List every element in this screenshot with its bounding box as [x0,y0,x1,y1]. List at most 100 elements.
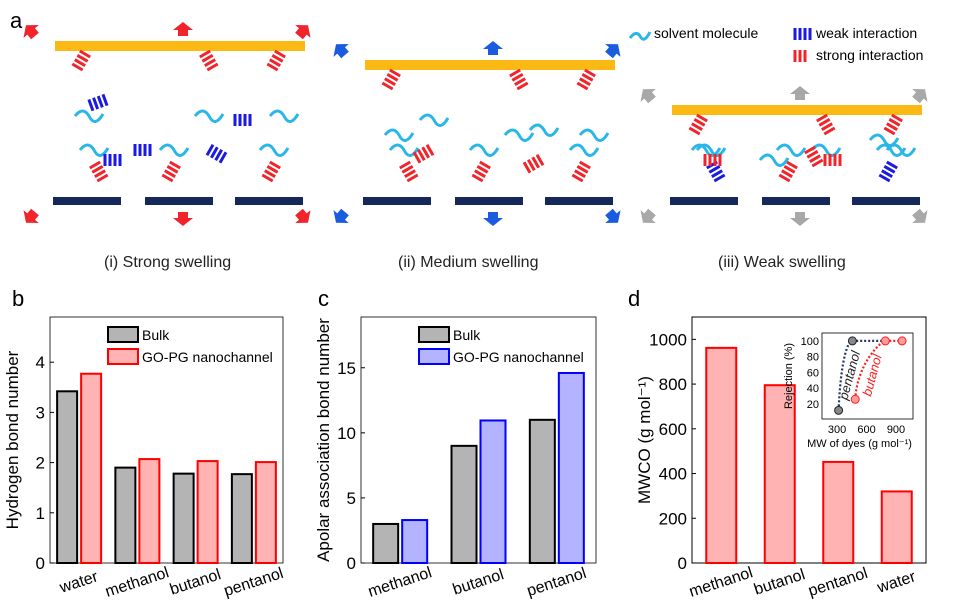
inset-x-axis-label: MW of dyes (g mol⁻¹) [807,438,912,450]
dash [74,58,86,67]
dash [94,169,106,178]
dash [76,54,89,63]
inset-point-pentanol [834,405,844,415]
solvent-molecule [810,143,842,157]
dash [399,160,411,170]
dash [169,160,181,170]
dash [166,165,179,174]
arrow-shape [173,22,193,36]
strong-interaction-icon [793,50,807,62]
bar-bulk-butanol [172,472,195,565]
strong-interaction [261,160,281,183]
arrow-shape [173,212,193,226]
dash [576,81,589,91]
dash [266,165,279,174]
legend-label: GO-PG nanochannel [453,349,584,365]
bar-go-pg-nanochannel-pentanol [557,371,585,565]
swelling-arrow-icon [23,24,39,40]
solvent-molecule [268,109,300,123]
swelling-arrow-icon [640,208,656,224]
strong-interaction [161,160,181,183]
dash [823,126,836,136]
y-tick-label: 10 [337,424,356,443]
dash [381,81,394,91]
solvent-molecule [775,143,807,157]
panel-label-d: d [628,286,641,311]
dash [91,165,104,174]
panel-label-b: b [12,286,25,311]
solvent-molecule [868,133,900,147]
dash [161,173,174,183]
inset-x-tick-label: 900 [887,424,905,436]
solvent-molecule [578,128,610,142]
strong-interaction [266,49,286,72]
dash [384,77,396,86]
inset-frame [821,332,914,420]
solvent-molecule [73,109,105,123]
dash [89,160,101,170]
arrow-shape [790,86,810,100]
bottom-sheet [53,197,121,205]
y-axis-label: MWCO (g mol⁻¹) [635,376,654,504]
solvent-molecule [418,113,450,127]
strong-interaction [823,154,842,166]
solvent-molecule [528,123,560,137]
swelling-arrow-icon [333,208,349,224]
dash [786,160,798,170]
solvent-molecule [503,128,535,142]
strong-interaction [71,49,91,72]
y-tick-label: 2 [36,454,45,473]
dash [883,165,896,174]
plot-frame [360,316,597,564]
inset-y-tick-label: 40 [807,383,819,395]
diagram-legend-icons [628,28,812,62]
dash [214,149,223,161]
dash [79,49,91,59]
solvent-molecule [568,143,600,157]
arrow-shape [295,24,311,40]
solvent-molecule [695,143,727,157]
bottom-sheet [545,197,613,205]
top-sheet [365,60,615,70]
bottom-sheet [852,197,920,205]
dash [883,126,896,136]
strong-interaction [399,160,419,183]
bar-go-pg-nanochannel-methanol [401,519,429,564]
legend-swatch [107,326,139,343]
bar-go-pg-nanochannel-butanol [196,460,219,565]
solvent-molecule [193,109,225,123]
bottom-sheet [363,197,431,205]
strong-interaction [471,160,491,183]
solvent-molecule [875,143,907,157]
weak-interaction [87,93,109,112]
dash [886,122,898,131]
strong-interaction [412,144,435,164]
swelling-arrow-icon [483,212,503,226]
legend-swatch [418,348,450,365]
strong-interaction [688,113,708,136]
dash [806,150,819,159]
dash [821,122,833,131]
x-tick-label: butanol [752,566,807,598]
y-tick-label: 3 [36,403,45,422]
swelling-arrow-icon [333,43,349,59]
strong-interaction [381,68,401,91]
swelling-arrow-icon [173,22,193,36]
strong-interaction [816,113,836,136]
solvent-molecule [383,128,415,142]
dash [804,145,816,155]
inset-point-butanol [897,336,907,346]
bottom-sheet [455,197,523,205]
strong-interaction [199,49,219,72]
swelling-arrow-icon [790,212,810,226]
bottom-sheet [145,197,213,205]
x-tick-label: pentanol [525,565,589,600]
dash [809,154,821,163]
arrow-shape [912,88,928,104]
solvent-molecule [78,143,110,157]
swelling-arrow-icon [605,208,621,224]
panel-label-c: c [318,286,329,311]
dash [881,169,893,178]
legend-label: Bulk [142,327,170,343]
